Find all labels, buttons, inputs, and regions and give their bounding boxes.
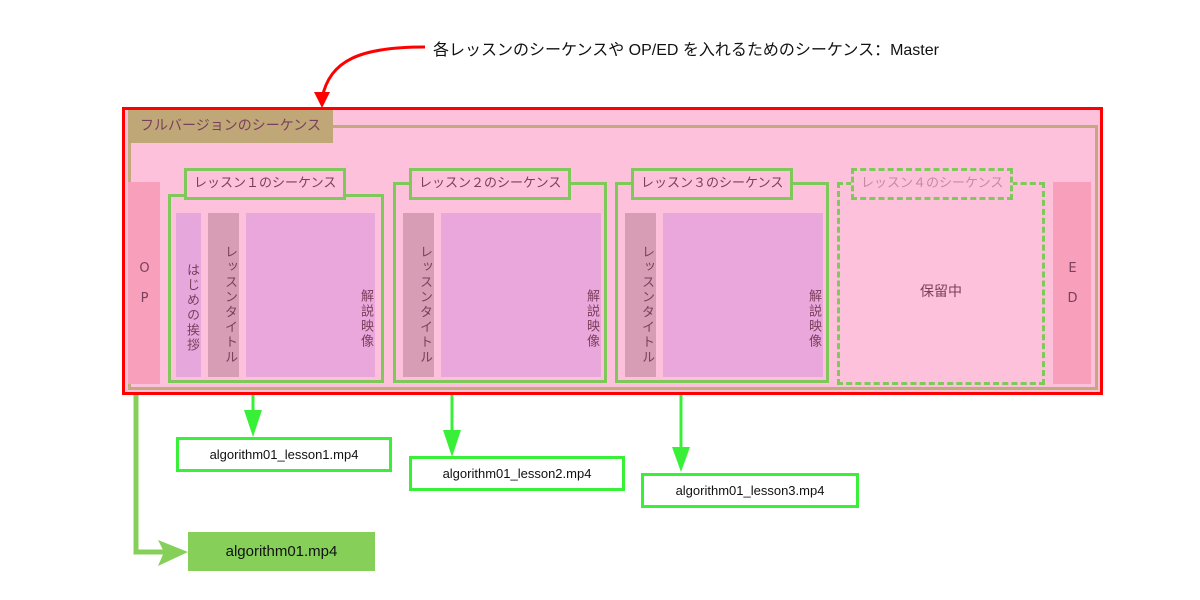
final-output-file: algorithm01.mp4 bbox=[188, 532, 375, 571]
lesson1-label: レッスン１のシーケンス bbox=[184, 168, 347, 200]
lesson2-output-file: algorithm01_lesson2.mp4 bbox=[409, 456, 625, 491]
ed-clip: E D bbox=[1053, 182, 1091, 384]
master-pointer-arrow bbox=[320, 45, 426, 99]
lesson1-main-clip: 解説映像 bbox=[246, 213, 375, 377]
lesson1-greeting-clip: はじめの挨拶 bbox=[176, 213, 201, 377]
lesson2-label: レッスン２のシーケンス bbox=[409, 168, 572, 200]
master-caption: 各レッスンのシーケンスや OP/ED を入れるためのシーケンス：Master bbox=[433, 42, 939, 59]
lesson4-pending-text: 保留中 bbox=[920, 284, 962, 300]
full-version-label: フルバージョンのシーケンス bbox=[128, 110, 334, 143]
lesson3-label: レッスン３のシーケンス bbox=[631, 168, 794, 200]
final-output-arrowhead bbox=[158, 540, 188, 566]
lesson3-main-clip: 解説映像 bbox=[663, 213, 823, 377]
lesson3-output-file: algorithm01_lesson3.mp4 bbox=[641, 473, 859, 508]
export-arrowhead-lesson2 bbox=[443, 430, 461, 457]
lesson4-label: レッスン４のシーケンス bbox=[851, 168, 1014, 200]
op-clip: O P bbox=[128, 182, 160, 384]
master-pointer-arrowhead bbox=[314, 92, 330, 108]
lesson2-title-clip: レッスンタイトル bbox=[403, 213, 434, 377]
export-arrowhead-lesson3 bbox=[672, 447, 690, 472]
lesson1-title-clip: レッスンタイトル bbox=[208, 213, 239, 377]
lesson2-main-clip: 解説映像 bbox=[441, 213, 601, 377]
export-arrowhead-lesson1 bbox=[244, 410, 262, 437]
lesson3-title-clip: レッスンタイトル bbox=[625, 213, 656, 377]
final-output-arrow bbox=[133, 395, 168, 555]
lesson1-output-file: algorithm01_lesson1.mp4 bbox=[176, 437, 392, 472]
